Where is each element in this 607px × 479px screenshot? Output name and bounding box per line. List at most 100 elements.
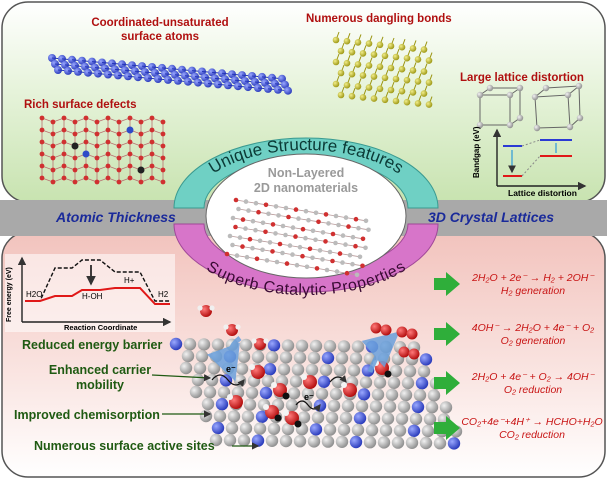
water-oxygen — [200, 305, 212, 317]
crystal-atom — [334, 269, 340, 274]
lattice-atom — [160, 143, 166, 149]
lattice-atom — [94, 131, 100, 137]
pointer-lines — [151, 374, 260, 450]
lattice-atom — [127, 151, 133, 157]
slab-atom — [339, 411, 353, 425]
lattice-atom — [127, 175, 133, 181]
slab-atom — [189, 385, 203, 399]
lattice-atom — [72, 155, 78, 161]
o2-atom — [396, 326, 408, 338]
yellow-atom — [337, 91, 345, 99]
yellow-atom — [403, 54, 411, 62]
slab-atom — [333, 364, 347, 377]
crystal-atom — [270, 249, 275, 254]
crystal-atom — [350, 261, 355, 267]
slab-atom — [325, 411, 339, 424]
energy-ylabel: Free energy (eV) — [6, 267, 13, 322]
crystal-atom — [293, 207, 299, 212]
lattice-atom — [116, 131, 122, 137]
slab-atom — [179, 361, 193, 375]
crystal-atom — [310, 255, 315, 261]
crystal-atom — [277, 241, 283, 247]
lattice-atom — [116, 143, 122, 149]
crystal-atom — [307, 246, 313, 252]
crystal-atom — [353, 216, 359, 222]
defect-lattice — [39, 115, 166, 185]
adsorbate-atom — [384, 370, 392, 378]
hydrogen-atom — [263, 404, 269, 410]
lattice-atom — [149, 139, 155, 145]
slab-atom — [419, 436, 433, 450]
crystal-atom — [243, 199, 249, 204]
slab-atom — [351, 340, 365, 353]
yellow-atom — [359, 72, 367, 79]
crystal-atom — [244, 254, 250, 260]
slab-atom — [265, 351, 279, 364]
crystal-atom — [324, 267, 330, 273]
slab-atom — [347, 364, 361, 377]
label-barrier: Reduced energy barrier — [22, 338, 163, 352]
slab-atom — [439, 401, 453, 414]
slab-atom — [447, 437, 461, 450]
crystal-atom — [263, 202, 269, 208]
slab-atom — [251, 350, 265, 364]
electron-label-2: e⁻ — [304, 392, 314, 402]
crystal-atom — [340, 233, 346, 238]
crystal-atom — [333, 213, 339, 219]
crystal-atom — [287, 243, 293, 248]
crystal-atom — [260, 220, 266, 226]
slab-atom — [397, 400, 411, 413]
o2-atom — [370, 322, 382, 334]
crystal-atom — [253, 200, 259, 206]
slab-atom — [319, 363, 333, 377]
slab-atom — [341, 399, 355, 413]
crystal-atom — [320, 257, 325, 262]
slab-atom — [253, 422, 267, 435]
crystal-atom — [280, 223, 286, 229]
crystal-atom — [337, 251, 343, 256]
adsorbate-atom — [274, 414, 282, 422]
slab-atom — [279, 434, 293, 448]
yellow-atom — [381, 74, 389, 82]
lattice-atom — [149, 127, 155, 133]
slab-atom — [267, 339, 281, 352]
energy-chart — [5, 254, 175, 332]
crystal-atom — [327, 249, 333, 255]
slab-atom — [259, 386, 273, 400]
slab-atom — [261, 374, 275, 388]
cube-atom — [575, 82, 583, 90]
yellow-atom — [409, 67, 417, 74]
water-hydrogen — [209, 305, 215, 311]
center-title: Non-Layered 2D nanomaterials — [224, 166, 388, 196]
slab-atom — [293, 435, 307, 448]
lattice-atom — [72, 167, 78, 173]
slab-atom — [391, 436, 405, 449]
yellow-atom — [370, 95, 378, 102]
reaction-arrows — [434, 272, 460, 440]
water-hydrogen — [263, 338, 269, 344]
crystal-atom — [233, 197, 239, 203]
yellow-atom — [392, 97, 400, 105]
yellow-atom — [398, 87, 406, 95]
yellow-atom — [354, 83, 362, 90]
crystal-atom — [237, 235, 243, 240]
label-dangling: Numerous dangling bonds — [306, 13, 452, 25]
yellow-atom — [414, 78, 422, 85]
lattice-atom — [138, 179, 144, 185]
label-defects: Rich surface defects — [24, 99, 137, 111]
slab-atom — [191, 373, 205, 387]
label-lattice-distortion: Large lattice distortion — [460, 72, 584, 84]
yellow-atom — [332, 58, 340, 66]
crystal-atom — [250, 218, 256, 224]
hydrogen-atom — [301, 374, 307, 380]
slab-atom — [371, 388, 385, 401]
crystal-atom — [340, 260, 345, 265]
yellow-atom — [376, 41, 384, 49]
crystal-atom — [263, 229, 268, 235]
yellow-atom — [337, 69, 345, 77]
lattice-atom — [82, 150, 90, 158]
slab-atom — [357, 388, 371, 401]
crystal-atom — [306, 217, 311, 223]
crystal-atom — [240, 217, 246, 222]
